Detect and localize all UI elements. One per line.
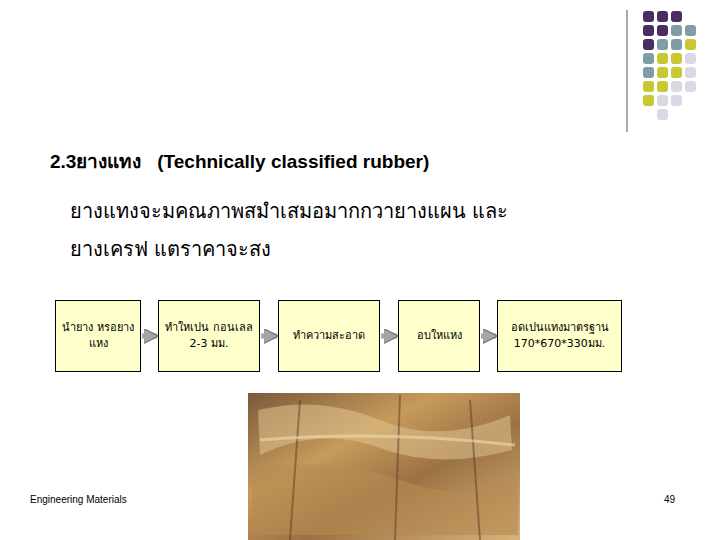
process-box: อดเปนแทงมาตรฐาน 170*670*330มม.: [497, 300, 622, 372]
process-box: ทำใหเปน กอนเลล 2-3 มม.: [158, 300, 260, 372]
flow-arrow: [261, 334, 277, 339]
divider-line: [627, 10, 628, 132]
flow-arrow: [381, 334, 397, 339]
box-text: ทำใหเปน กอนเลล 2-3 มม.: [165, 320, 253, 353]
slide-title: 2.3ยางแทง (Technically classified rubber…: [50, 146, 429, 176]
process-box: ทำความสะอาด: [278, 300, 380, 372]
flow-arrow: [142, 334, 157, 339]
rubber-bales-photo: [248, 393, 520, 540]
body-text: ยางแทงจะมคณภาพสมำเสมอมากกวายางแผน และยาง…: [70, 192, 510, 268]
box-text: นำยาง หรอยางแหง: [62, 320, 134, 353]
flow-arrow: [481, 334, 496, 339]
box-text: อดเปนแทงมาตรฐาน 170*670*330มม.: [504, 320, 615, 353]
footer-text: Engineering Materials: [30, 494, 127, 506]
box-text: ทำความสะอาด: [293, 328, 365, 345]
process-box: นำยาง หรอยางแหง: [55, 300, 141, 372]
box-text: อบใหแหง: [417, 328, 462, 345]
process-box: อบใหแหง: [398, 300, 480, 372]
decor-squares: [643, 11, 696, 120]
page-number: 49: [664, 494, 675, 506]
